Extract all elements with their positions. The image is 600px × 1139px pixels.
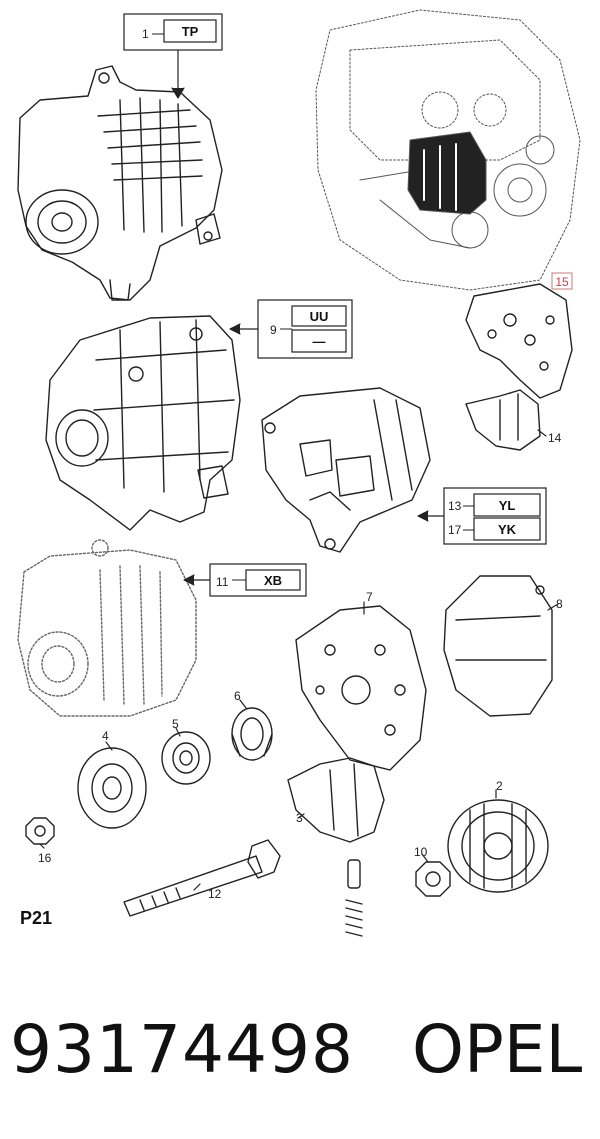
part-number: 93174498 — [10, 1011, 354, 1088]
callout-13-code: YL — [499, 498, 516, 513]
exploded-parts-diagram: 1 TP 9 UU — 13 YL 17 YK 11 XB 15 14 7 — [17, 9, 581, 937]
part-label-4: 4 — [102, 729, 109, 743]
part-label-16: 16 — [38, 851, 52, 865]
alternator-13-17-drawing — [261, 387, 431, 553]
part-label-5: 5 — [172, 717, 179, 731]
part-labels: 15 14 7 8 6 5 4 2 3 10 16 12 — [38, 272, 573, 901]
part-label-15: 15 — [555, 275, 569, 289]
part-label-2: 2 — [496, 779, 503, 793]
callout-11-code: XB — [264, 573, 282, 588]
alternator-9-drawing — [45, 315, 241, 531]
part-label-3: 3 — [296, 811, 303, 825]
part-6-ring-drawing — [231, 707, 273, 761]
alternator-11-drawing — [17, 539, 197, 717]
engine-drawing — [315, 9, 581, 291]
footer: 93174498 OPEL — [0, 1000, 600, 1100]
part-15-plate-drawing — [465, 283, 573, 399]
callout-9-code-secondary: — — [313, 334, 326, 349]
part-8-cover-drawing — [443, 575, 553, 717]
page-reference: P21 — [20, 908, 53, 928]
callout-1-number: 1 — [142, 27, 149, 41]
part-label-14: 14 — [548, 431, 562, 445]
part-label-8: 8 — [556, 597, 563, 611]
part-14-brush-holder-drawing — [465, 389, 541, 451]
callout-13-number: 13 — [448, 499, 462, 513]
callout-9-code-primary: UU — [310, 309, 329, 324]
part-10-nut-drawing — [415, 861, 451, 897]
part-12-bolt-drawing — [123, 839, 281, 917]
callout-1: 1 TP — [123, 13, 223, 51]
leader-lines — [39, 49, 559, 891]
part-7-plate-drawing — [295, 605, 427, 771]
part-label-10: 10 — [414, 845, 428, 859]
callout-9: 9 UU — — [257, 299, 353, 359]
part-label-12: 12 — [208, 887, 222, 901]
alternator-1-drawing — [17, 65, 223, 301]
part-16-nut-drawing — [25, 817, 55, 845]
part-5-bearing-drawing — [161, 731, 211, 785]
callout-1-code: TP — [182, 24, 199, 39]
callout-11: 11 XB — [209, 563, 307, 597]
part-4-bearing-drawing — [77, 747, 147, 829]
brush-spring-drawing — [345, 859, 363, 937]
callout-11-number: 11 — [216, 575, 229, 589]
callout-17-code: YK — [498, 522, 517, 537]
callout-9-number: 9 — [270, 323, 277, 337]
brand-name: OPEL — [412, 1011, 583, 1088]
part-2-pulley-drawing — [447, 799, 549, 893]
callout-17-number: 17 — [448, 523, 462, 537]
part-label-6: 6 — [234, 689, 241, 703]
part-3-brush-holder-drawing — [287, 757, 385, 843]
part-label-7: 7 — [366, 590, 373, 604]
callout-13-17: 13 YL 17 YK — [443, 487, 547, 545]
